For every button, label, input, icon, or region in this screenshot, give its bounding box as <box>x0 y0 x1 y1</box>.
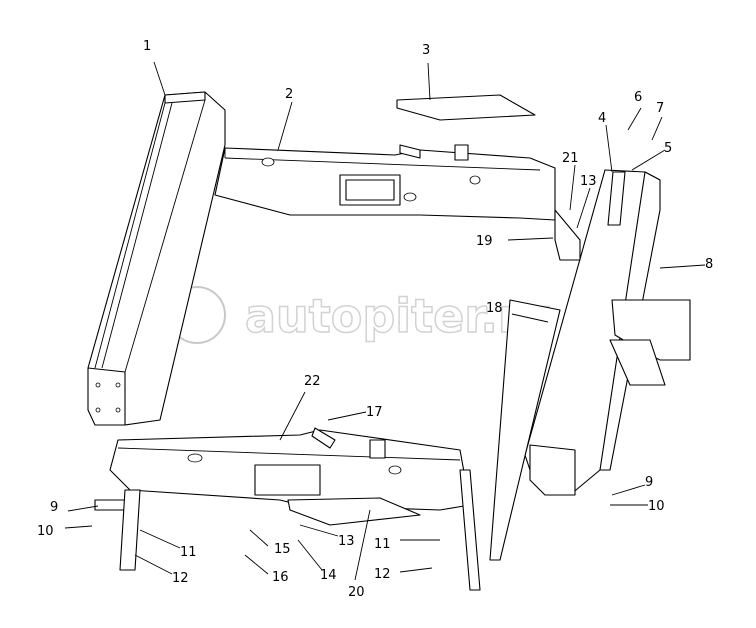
part-4-right-rail <box>459 169 691 591</box>
callout-13-lower: 13 <box>338 534 355 549</box>
callout-22: 22 <box>304 374 321 389</box>
callout-10-right: 10 <box>648 499 665 514</box>
callout-7: 7 <box>656 101 664 116</box>
svg-text:autopiter.ru: autopiter.ru <box>245 289 553 343</box>
part-left-post <box>119 489 141 571</box>
callout-4: 4 <box>598 111 606 126</box>
callout-12: 12 <box>172 571 189 586</box>
callout-18: 18 <box>486 301 503 316</box>
part-20-plate <box>287 497 421 526</box>
watermark: autopiter.ru <box>168 286 554 344</box>
callout-10: 10 <box>37 524 54 539</box>
part-3-plate <box>396 94 536 121</box>
callout-14: 14 <box>320 568 337 583</box>
callout-17: 17 <box>366 405 383 420</box>
callout-3: 3 <box>422 43 430 58</box>
callout-9: 9 <box>50 500 58 515</box>
callout-1: 1 <box>143 39 151 54</box>
callout-11: 11 <box>180 545 197 560</box>
part-22-lower-rail <box>109 427 471 511</box>
callout-21: 21 <box>562 151 579 166</box>
part-18-strip <box>489 299 561 561</box>
callout-12-right: 12 <box>374 567 391 582</box>
callout-20: 20 <box>348 585 365 600</box>
callout-15: 15 <box>274 542 291 557</box>
callout-11-right: 11 <box>374 537 391 552</box>
callout-6: 6 <box>634 90 642 105</box>
callout-9-right: 9 <box>645 475 653 490</box>
callout-2: 2 <box>285 87 293 102</box>
part-2-upper-rail <box>214 144 556 221</box>
leader-lines <box>64 61 706 581</box>
callout-5: 5 <box>664 141 672 156</box>
part-1-left-beam <box>87 91 226 426</box>
callout-19: 19 <box>476 234 493 249</box>
callout-16: 16 <box>272 570 289 585</box>
part-19-bracket <box>554 209 581 261</box>
callout-8: 8 <box>705 257 713 272</box>
callout-13: 13 <box>580 174 597 189</box>
callout-labels: 1 2 3 4 5 6 7 8 9 10 11 12 13 14 15 16 1… <box>37 39 713 600</box>
